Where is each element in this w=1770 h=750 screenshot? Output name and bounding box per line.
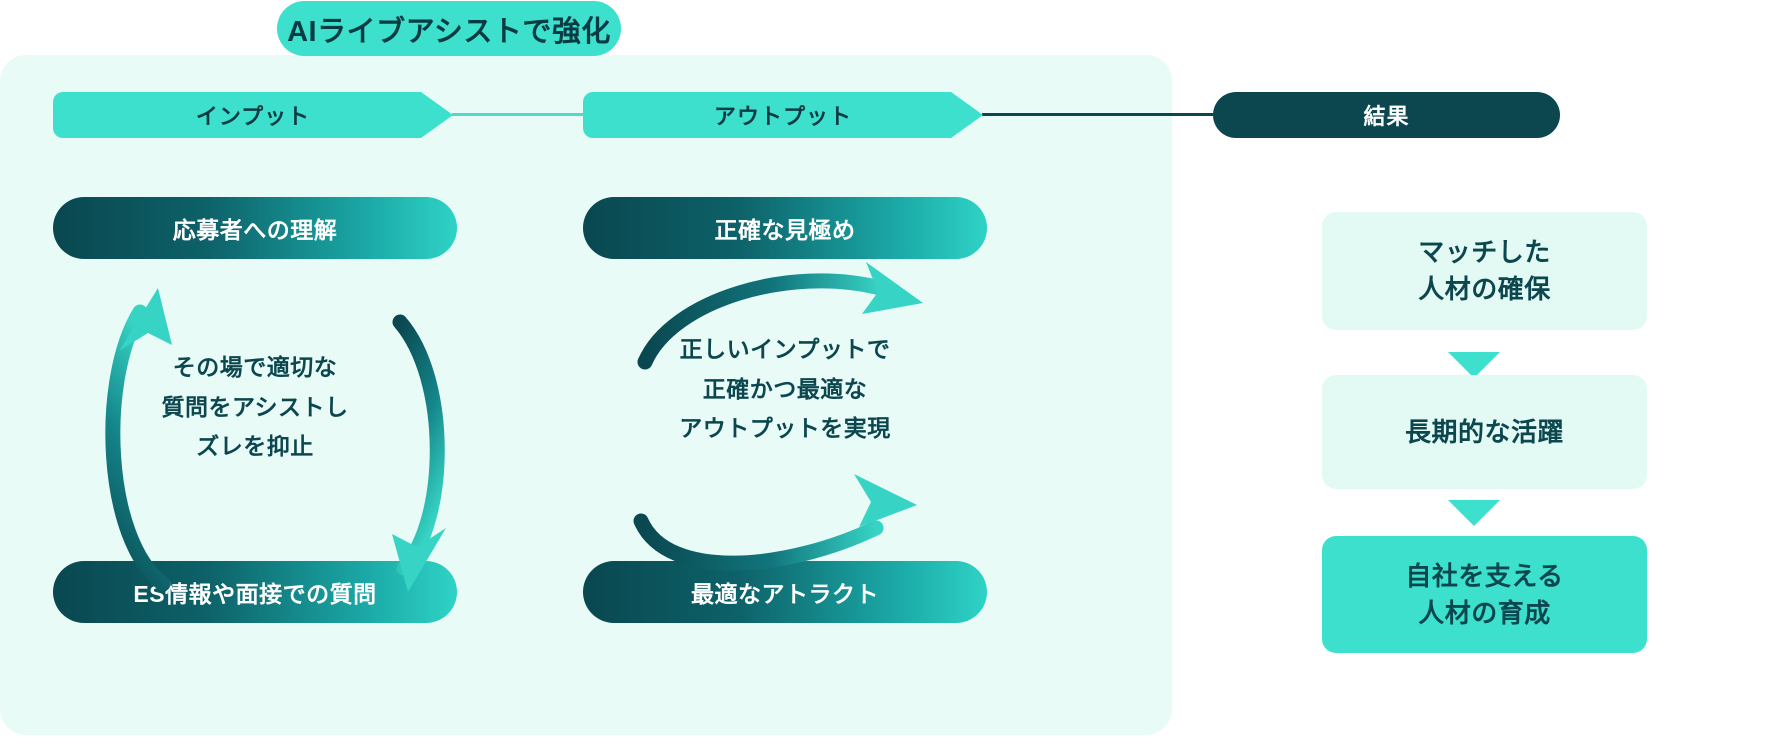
input-caption-line-1: その場で適切な <box>172 354 338 380</box>
stage-header-input: インプット <box>53 92 453 138</box>
triangle-down-icon-1 <box>1448 352 1500 378</box>
input-caption-line-2: 質問をアシストし <box>161 393 349 420</box>
input-top-box: 応募者への理解 <box>53 197 457 259</box>
connector-input-to-output <box>452 113 585 116</box>
stage-header-result: 結果 <box>1213 92 1560 138</box>
output-caption-line-2: 正確かつ最適な <box>702 375 868 402</box>
input-caption: その場で適切な 質問をアシストし ズレを抑止 <box>135 348 375 467</box>
stage-header-output: アウトプット <box>583 92 983 138</box>
output-caption-line-1: 正しいインプットで <box>679 336 891 362</box>
result-box-3-line-2: 人材の育成 <box>1418 597 1551 628</box>
output-top-box: 正確な見極め <box>583 197 987 259</box>
result-box-1-line-2: 人材の確保 <box>1418 274 1551 304</box>
result-box-3: 自社を支える 人材の育成 <box>1322 536 1647 653</box>
result-box-2-text: 長期的な活躍 <box>1405 414 1564 451</box>
output-caption-line-3: アウトプットを実現 <box>679 415 891 442</box>
connector-output-to-result <box>982 113 1214 116</box>
output-bottom-box: 最適なアトラクト <box>583 561 987 623</box>
result-box-2-line-1: 長期的な活躍 <box>1404 416 1564 447</box>
diagram-title: AIライブアシストで強化 <box>277 1 621 56</box>
triangle-down-icon-2 <box>1448 500 1500 526</box>
input-caption-line-3: ズレを抑止 <box>196 433 314 460</box>
result-box-1-line-1: マッチした <box>1418 237 1551 268</box>
result-box-1-text: マッチした 人材の確保 <box>1418 234 1551 308</box>
result-box-3-line-1: 自社を支える <box>1405 560 1564 591</box>
output-caption: 正しいインプットで 正確かつ最適な アウトプットを実現 <box>648 330 922 449</box>
result-box-3-text: 自社を支える 人材の育成 <box>1405 558 1563 632</box>
input-bottom-box: ES情報や面接での質問 <box>53 561 457 623</box>
result-box-2: 長期的な活躍 <box>1322 375 1647 489</box>
result-box-1: マッチした 人材の確保 <box>1322 212 1647 330</box>
